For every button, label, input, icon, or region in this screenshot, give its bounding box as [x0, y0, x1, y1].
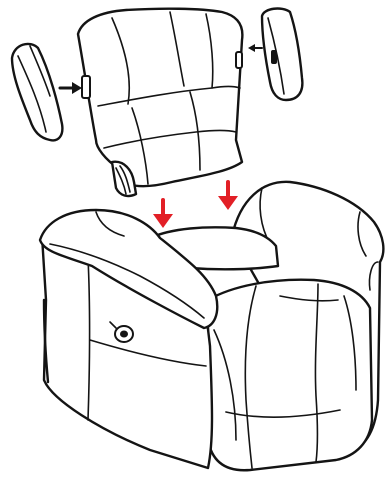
right-pad-clip [271, 50, 277, 64]
left-slot [81, 75, 91, 99]
recline-lever-icon [109, 321, 134, 343]
left-wing-pad [10, 42, 64, 142]
backrest [76, 7, 244, 198]
right-wing-pad [260, 7, 304, 102]
black-connector-arrow-icon [58, 82, 82, 94]
seat-base [38, 180, 385, 472]
backrest-body [76, 7, 244, 188]
seat-front-body [206, 278, 374, 472]
black-connector-arrow-icon [248, 44, 263, 52]
right-slot [235, 51, 243, 69]
red-down-arrow-icon [153, 198, 173, 228]
red-down-arrow-icon [218, 180, 238, 210]
left-arm [38, 208, 219, 330]
